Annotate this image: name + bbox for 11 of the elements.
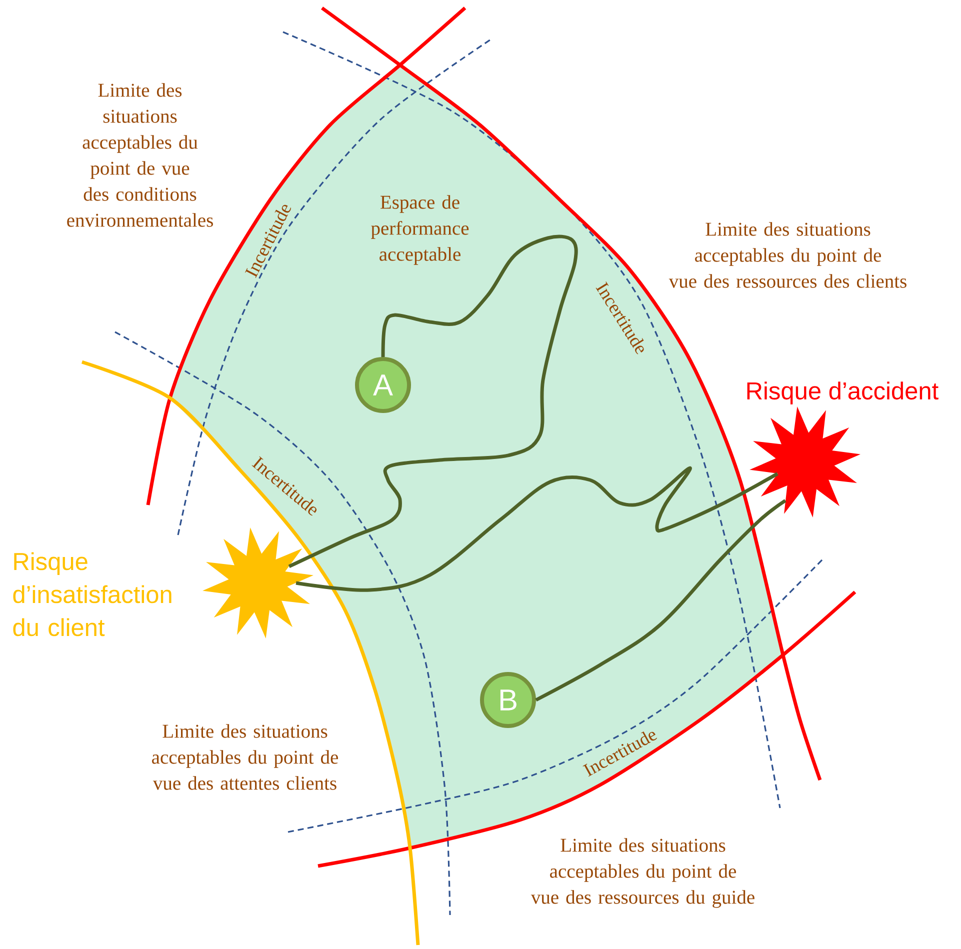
limit-label: Limite des situations acceptables du point de vue des attentes clients	[152, 724, 338, 790]
burst-star	[750, 406, 860, 518]
path-line	[296, 466, 778, 592]
limit-label: Limite des situations acceptables du point de vue des ressources du guide	[530, 838, 754, 908]
limit-label: Limite des situations acceptables du point de vue des ressources des clients	[668, 222, 906, 288]
risk-label: Risque d’insatisfaction du client	[13, 552, 172, 636]
burst-star	[202, 528, 314, 638]
risk-label: Risque d’accident	[747, 382, 938, 404]
path-line	[288, 234, 578, 568]
limit-label: Limite des situations acceptables du point de vue des conditions environnementales	[67, 83, 213, 227]
limit-label: Espace de performance acceptable	[371, 195, 469, 265]
